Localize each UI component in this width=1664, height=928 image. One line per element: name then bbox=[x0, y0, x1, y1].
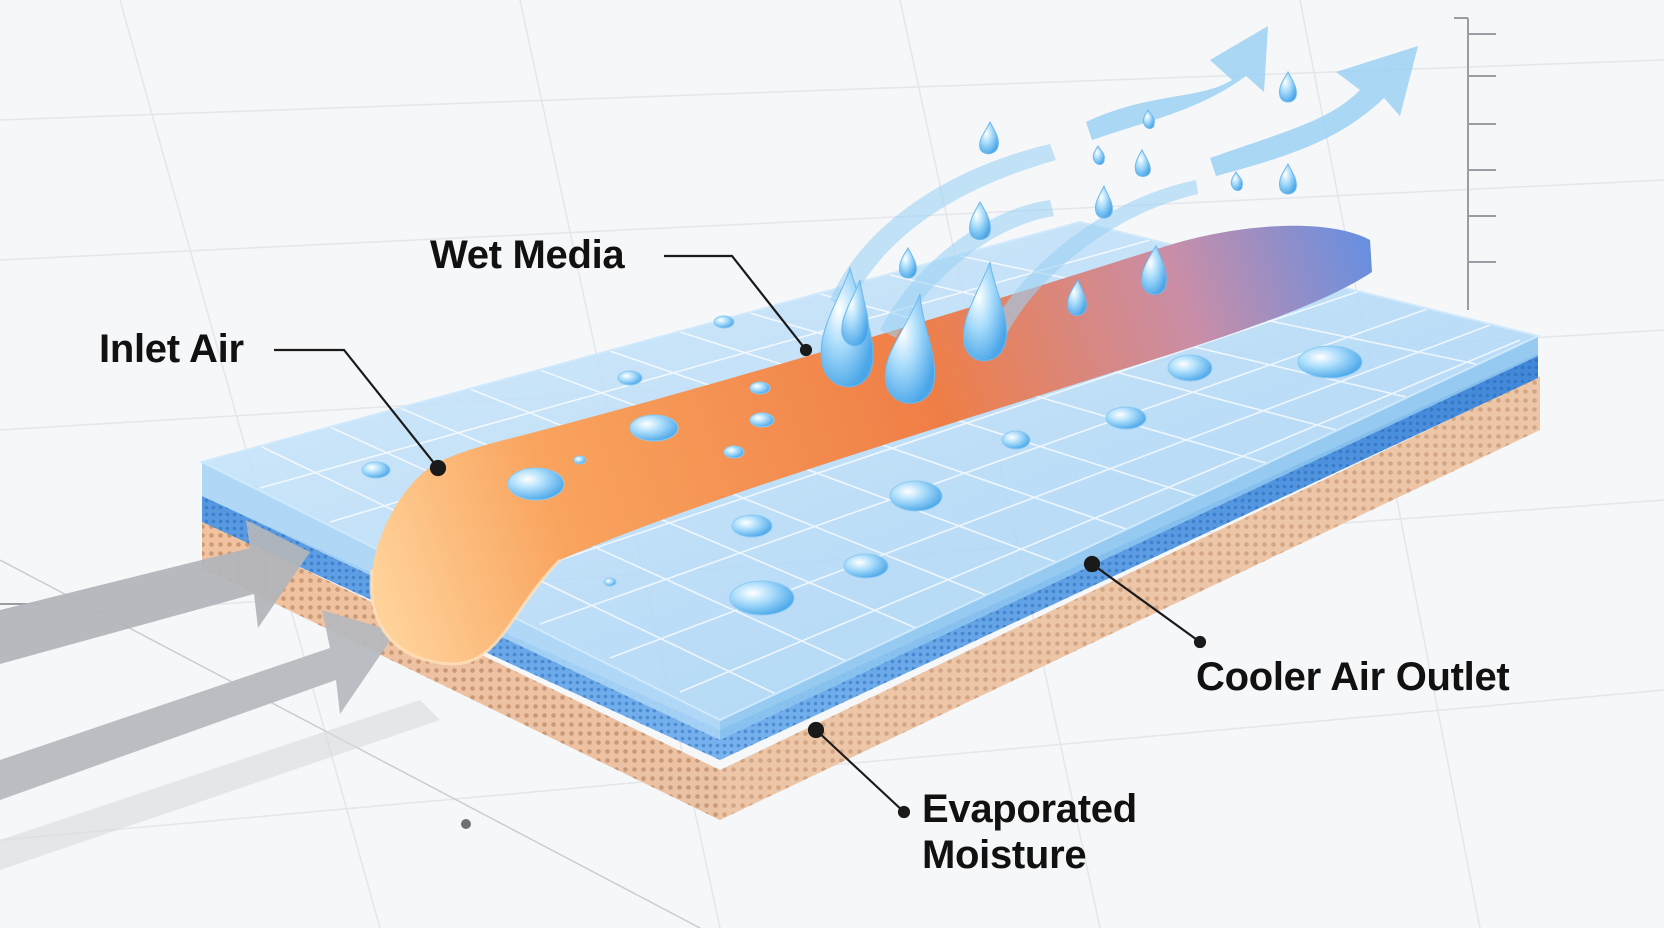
evaporated-moisture-line-1: Evaporated bbox=[922, 787, 1137, 831]
base-porous-layer bbox=[202, 376, 1540, 820]
wet-media-band bbox=[369, 225, 1372, 666]
leader-lines bbox=[274, 254, 1207, 819]
inlet-air-label: Inlet Air bbox=[99, 327, 244, 371]
inlet-arrow-icon bbox=[0, 520, 310, 664]
water-drop-icon bbox=[899, 246, 917, 279]
outlet-arrow-icon bbox=[1086, 26, 1268, 140]
water-drop-icon bbox=[1230, 171, 1243, 191]
inlet-air-leader bbox=[274, 348, 439, 469]
evaporated-moisture-line-2: Moisture bbox=[922, 833, 1087, 877]
evaporated-moisture-leader bbox=[815, 729, 905, 813]
water-drop-icon bbox=[1279, 162, 1297, 195]
cooler-air-leader bbox=[1091, 563, 1201, 643]
water-drop-icon bbox=[1141, 244, 1167, 295]
water-drop-icon bbox=[841, 279, 869, 347]
surface-droplets bbox=[361, 315, 1363, 616]
water-drop-icon bbox=[962, 261, 1008, 362]
inlet-arrow-icon bbox=[0, 610, 396, 800]
water-drop-icon bbox=[1279, 70, 1297, 103]
water-drop-icon bbox=[1095, 184, 1113, 219]
water-drop-icon bbox=[1067, 278, 1087, 316]
mesh-layer bbox=[202, 354, 1538, 760]
water-drop-icon bbox=[979, 120, 999, 155]
cooler-air-outlet-label: Cooler Air Outlet bbox=[1196, 655, 1510, 699]
wet-media-label: Wet Media bbox=[430, 233, 625, 277]
inlet-arrows bbox=[0, 520, 440, 870]
water-drop-icon bbox=[1142, 109, 1155, 129]
outlet-arrow-icon bbox=[1210, 46, 1418, 176]
water-drop-icon bbox=[884, 293, 936, 404]
water-drops bbox=[820, 70, 1297, 404]
water-drop-icon bbox=[1092, 145, 1105, 165]
wet-media-leader bbox=[664, 254, 807, 351]
evaporated-moisture-label: Evaporated Moisture bbox=[922, 786, 1137, 878]
water-drop-icon bbox=[969, 201, 991, 240]
water-drop-icon bbox=[1134, 148, 1151, 177]
